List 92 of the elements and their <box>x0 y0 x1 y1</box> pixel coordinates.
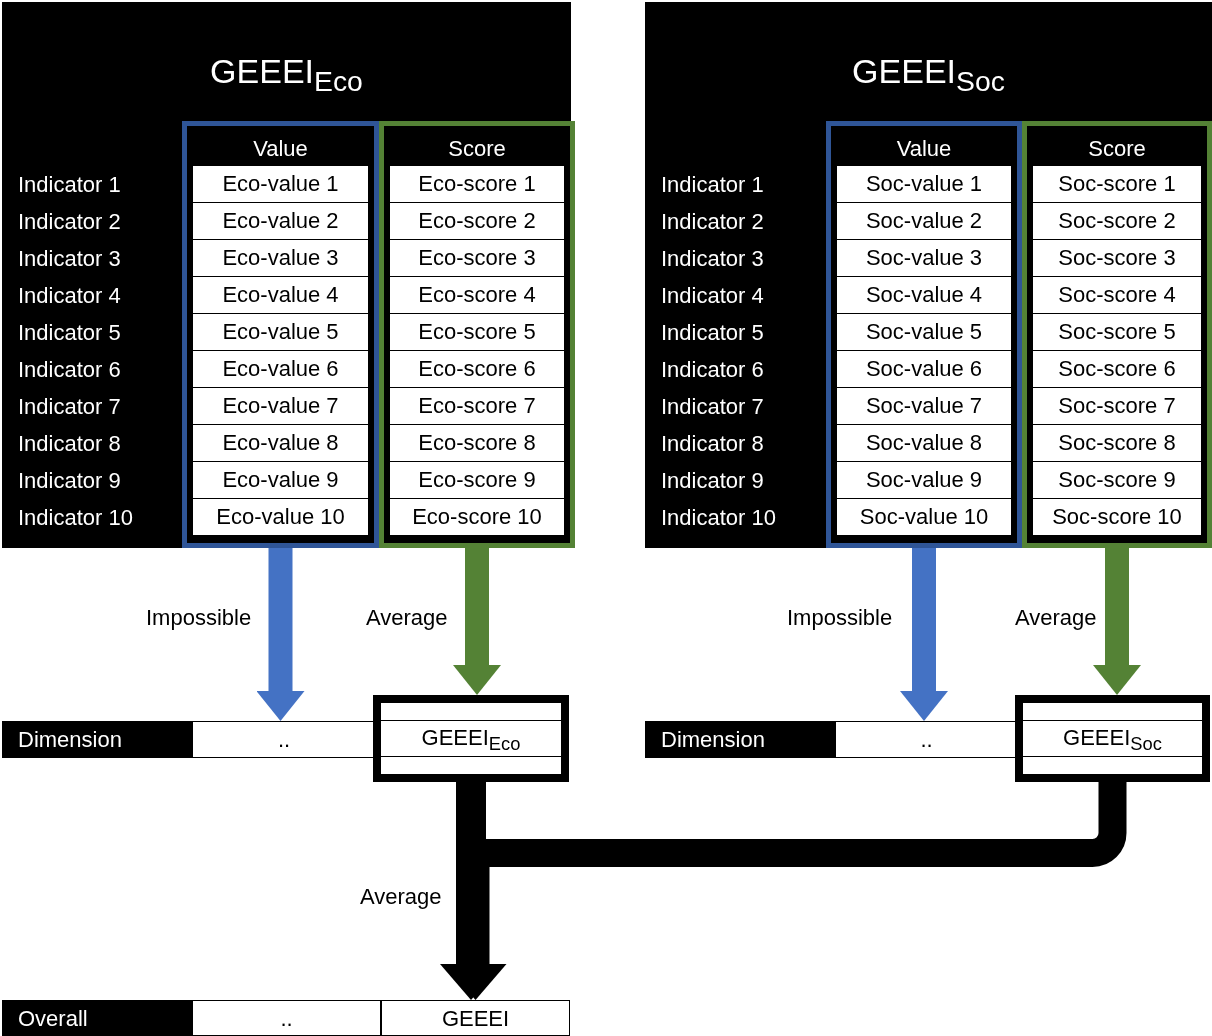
row-label: Indicator 8 <box>18 433 121 455</box>
row-label: Indicator 10 <box>18 507 133 529</box>
edge-label: Average <box>358 886 444 908</box>
table-cell: Soc-score 4 <box>1033 277 1201 314</box>
edge-label: Average <box>1013 607 1099 629</box>
cell-text: GEEEI$_{Eco}$ <box>421 727 521 754</box>
table-cell: Eco-value 4 <box>193 277 368 314</box>
table-cell: Soc-value 10 <box>837 499 1011 536</box>
row-label: Indicator 5 <box>18 322 121 344</box>
table-cell: Eco-score 1 <box>390 166 564 203</box>
table-column <box>1022 121 1212 548</box>
table-cell: Soc-value 3 <box>837 240 1011 277</box>
table-cell: Soc-value 5 <box>837 314 1011 351</box>
table-cell: Eco-value 9 <box>193 462 368 499</box>
table-cell: Soc-score 9 <box>1033 462 1201 499</box>
row-label: Indicator 2 <box>18 211 121 233</box>
highlighted-cell <box>1015 695 1210 782</box>
table-cell: Soc-score 2 <box>1033 203 1201 240</box>
cell-text: Dimension <box>18 729 122 751</box>
table-cell: Eco-score 8 <box>390 425 564 462</box>
row-label: Indicator 4 <box>18 285 121 307</box>
cell-text: GEEEI$_{Soc}$ <box>1063 727 1162 754</box>
row-label: Indicator 7 <box>18 396 121 418</box>
table-cell: Eco-value 7 <box>193 388 368 425</box>
table-cell: Eco-score 3 <box>390 240 564 277</box>
edge-label: Average <box>364 607 450 629</box>
cell-text: Dimension <box>661 729 765 751</box>
panel-title: GEEEI$_{Eco}$ <box>210 54 363 96</box>
table-cell: Eco-score 10 <box>390 499 564 536</box>
row-label: Indicator 3 <box>18 248 121 270</box>
cell-text: .. <box>920 729 933 751</box>
row-label: Indicator 2 <box>661 211 764 233</box>
table-cell: Soc-score 5 <box>1033 314 1201 351</box>
table-cell: Eco-value 8 <box>193 425 368 462</box>
cell-text: Overall <box>18 1008 88 1030</box>
table-cell: Soc-value 2 <box>837 203 1011 240</box>
row-label: Indicator 9 <box>661 470 764 492</box>
row-label: Indicator 8 <box>661 433 764 455</box>
table-cell: Soc-value 6 <box>837 351 1011 388</box>
table-panel <box>645 2 1212 548</box>
table-cell: Soc-value 7 <box>837 388 1011 425</box>
table-column <box>379 121 575 548</box>
row-label: Indicator 6 <box>18 359 121 381</box>
arrow <box>1093 548 1141 695</box>
row-label: Indicator 9 <box>18 470 121 492</box>
table-cell: Soc-score 6 <box>1033 351 1201 388</box>
cell-text: GEEEI <box>441 1008 510 1030</box>
table-cell: Soc-value 1 <box>837 166 1011 203</box>
table-cell: Soc-value 4 <box>837 277 1011 314</box>
table-cell: Eco-value 3 <box>193 240 368 277</box>
table-cell: Soc-score 7 <box>1033 388 1201 425</box>
row-label: Indicator 7 <box>661 396 764 418</box>
table-column <box>826 121 1022 548</box>
table-cell: Eco-value 6 <box>193 351 368 388</box>
table-cell <box>2 721 192 758</box>
table-column <box>182 121 379 548</box>
table-cell <box>835 721 1018 758</box>
table-cell: Eco-score 5 <box>390 314 564 351</box>
table-cell <box>645 721 835 758</box>
cell-text: .. <box>277 729 291 751</box>
table-cell: Soc-score 8 <box>1033 425 1201 462</box>
row-label: Indicator 5 <box>661 322 764 344</box>
row-label: Indicator 4 <box>661 285 764 307</box>
table-cell: Soc-value 8 <box>837 425 1011 462</box>
table-cell: Eco-score 2 <box>390 203 564 240</box>
table-cell: Soc-value 9 <box>837 462 1011 499</box>
table-cell: Eco-score 7 <box>390 388 564 425</box>
highlighted-cell <box>373 695 569 782</box>
row-label: Indicator 6 <box>661 359 764 381</box>
table-cell: Eco-value 5 <box>193 314 368 351</box>
arrow <box>900 548 948 721</box>
table-cell <box>192 721 376 758</box>
arrow <box>453 548 501 695</box>
row-label: Indicator 10 <box>661 507 776 529</box>
table-cell: Eco-value 1 <box>193 166 368 203</box>
table-cell: Eco-score 4 <box>390 277 564 314</box>
table-cell: Eco-value 10 <box>193 499 368 536</box>
table-cell: Eco-score 6 <box>390 351 564 388</box>
table-cell: Soc-score 3 <box>1033 240 1201 277</box>
table-cell <box>2 1000 192 1036</box>
table-cell: Soc-score 1 <box>1033 166 1201 203</box>
table-cell: Soc-score 10 <box>1033 499 1201 536</box>
table-cell <box>192 1000 381 1036</box>
panel-title: GEEEI$_{Soc}$ <box>852 54 1005 96</box>
row-label: Indicator 1 <box>661 174 764 196</box>
cell-text: .. <box>280 1008 293 1030</box>
table-cell <box>381 1000 570 1036</box>
row-label: Indicator 3 <box>661 248 764 270</box>
row-label: Indicator 1 <box>18 174 121 196</box>
table-cell: Eco-value 2 <box>193 203 368 240</box>
table-cell: Eco-score 9 <box>390 462 564 499</box>
arrow <box>256 548 305 721</box>
